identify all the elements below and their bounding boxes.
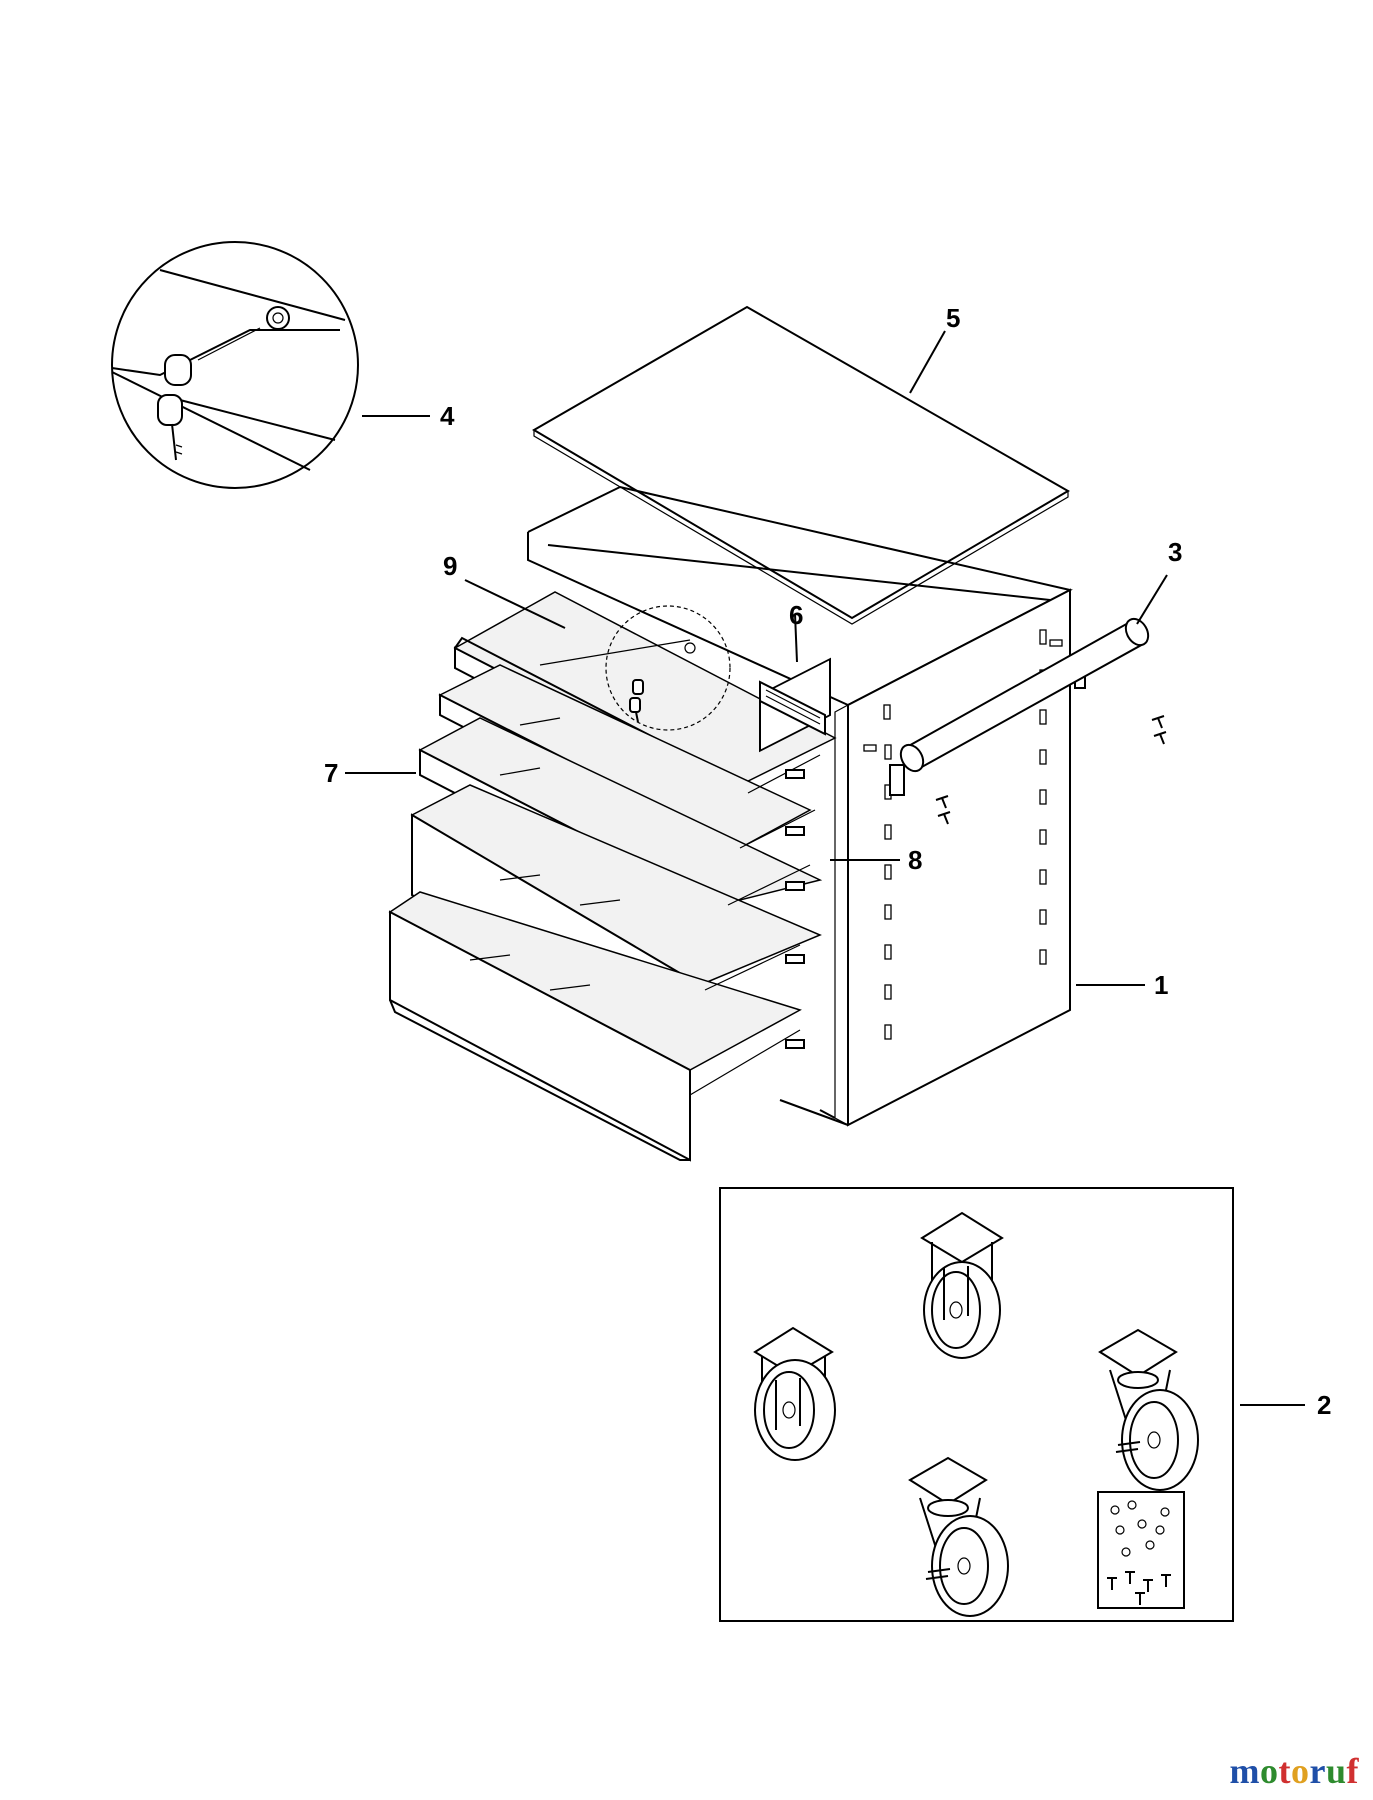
callout-6: 6 <box>789 600 803 630</box>
cabinet-body <box>527 485 1086 1127</box>
side-panel-slots <box>863 629 1063 1040</box>
watermark-letter: u <box>1325 1751 1347 1791</box>
side-handle <box>899 617 1150 773</box>
lock-key-icon <box>629 642 696 723</box>
swivel-caster-icon <box>1098 1328 1199 1491</box>
watermark-logo: motoruf <box>1229 1750 1359 1792</box>
callout-5: 5 <box>946 303 960 333</box>
watermark-letter: m <box>1229 1751 1260 1791</box>
watermark-letter: t <box>1278 1751 1291 1791</box>
watermark-letter: o <box>1290 1751 1310 1791</box>
nameplate <box>759 680 826 736</box>
caster-wheel-icon <box>920 1211 1004 1359</box>
caster-kit-box <box>719 1187 1234 1622</box>
caster-wheel-icon <box>753 1326 836 1461</box>
callout-3: 3 <box>1168 537 1182 567</box>
watermark-letter: o <box>1259 1751 1279 1791</box>
drawer-stack <box>388 591 837 1162</box>
watermark-letter: r <box>1309 1751 1326 1791</box>
lock-key-detail-icon <box>111 241 359 489</box>
callout-4: 4 <box>440 401 455 431</box>
callout-2: 2 <box>1317 1390 1331 1420</box>
swivel-caster-icon <box>908 1456 1009 1617</box>
hardware-bolts-icon <box>1097 1491 1185 1609</box>
callout-8: 8 <box>908 845 922 875</box>
screw-icon <box>935 715 1167 825</box>
watermark-letter: f <box>1346 1751 1359 1791</box>
callout-9: 9 <box>443 551 457 581</box>
callout-1: 1 <box>1154 970 1168 1000</box>
callout-7: 7 <box>324 758 338 788</box>
